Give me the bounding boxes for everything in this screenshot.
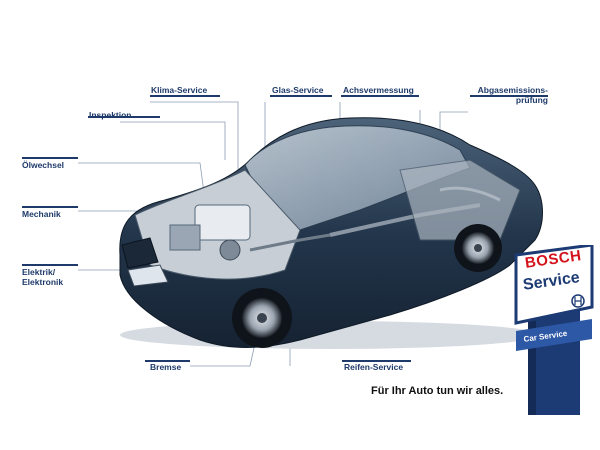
label-klima-service: Klima-Service: [151, 85, 208, 95]
headlight: [127, 264, 169, 287]
leader-line-inspektion: [120, 121, 226, 160]
label-oelwechsel: Ölwechsel: [22, 160, 65, 170]
label-abgas-pruefung: prüfung: [515, 95, 548, 105]
label-mechanik: Mechanik: [22, 209, 61, 219]
rear-wheel: [454, 224, 502, 272]
label-reifen-service: Reifen-Service: [344, 362, 404, 372]
car-service-plate: [516, 319, 592, 351]
leader-line-klima: [150, 101, 239, 178]
front-wheel: [232, 288, 292, 348]
sign-shape: [514, 243, 594, 415]
label-abgasemissions: Abgasemissions-: [477, 85, 548, 95]
label-achsvermessung: Achsvermessung: [343, 85, 414, 95]
label-elektrik: Elektrik/: [22, 267, 56, 277]
bosch-service-sign: BOSCH Service Car Service: [514, 243, 594, 420]
engine-block: [194, 204, 251, 241]
label-glas-service: Glas-Service: [272, 85, 324, 95]
rear-cutaway: [399, 159, 521, 241]
label-inspektion: Inspektion: [89, 110, 132, 120]
tagline: Für Ihr Auto tun wir alles.: [371, 385, 504, 397]
label-elektronik: Elektronik: [22, 277, 64, 287]
label-plates: [22, 95, 548, 362]
label-bremse: Bremse: [150, 362, 182, 372]
